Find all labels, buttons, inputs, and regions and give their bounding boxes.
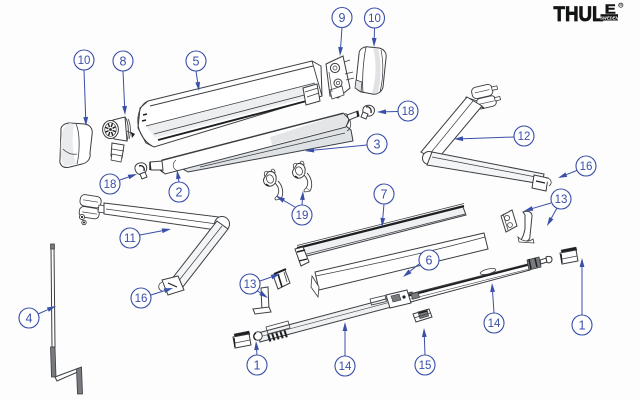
svg-text:2: 2	[176, 185, 183, 199]
svg-text:7: 7	[381, 187, 388, 201]
svg-text:10: 10	[78, 55, 91, 67]
svg-text:14: 14	[339, 361, 352, 373]
svg-text:9: 9	[339, 11, 346, 25]
svg-text:13: 13	[244, 279, 257, 291]
svg-text:SWEDEN: SWEDEN	[600, 15, 619, 20]
svg-text:3: 3	[374, 137, 381, 151]
svg-text:19: 19	[296, 210, 309, 222]
svg-text:15: 15	[419, 360, 432, 372]
svg-text:6: 6	[426, 253, 433, 267]
svg-text:12: 12	[518, 131, 531, 143]
svg-text:18: 18	[104, 179, 117, 191]
svg-text:11: 11	[124, 233, 136, 245]
svg-text:18: 18	[402, 106, 415, 118]
svg-text:13: 13	[555, 194, 568, 206]
svg-text:14: 14	[488, 318, 501, 330]
svg-text:10: 10	[368, 13, 381, 25]
svg-text:8: 8	[120, 54, 127, 68]
svg-text:16: 16	[135, 293, 148, 305]
svg-text:E: E	[605, 3, 616, 17]
svg-text:4: 4	[26, 311, 33, 325]
svg-text:R: R	[619, 4, 622, 8]
svg-text:5: 5	[193, 54, 200, 68]
svg-text:1: 1	[579, 318, 586, 332]
svg-text:THUL: THUL	[554, 2, 604, 26]
svg-text:16: 16	[580, 161, 593, 173]
svg-text:1: 1	[254, 358, 261, 372]
